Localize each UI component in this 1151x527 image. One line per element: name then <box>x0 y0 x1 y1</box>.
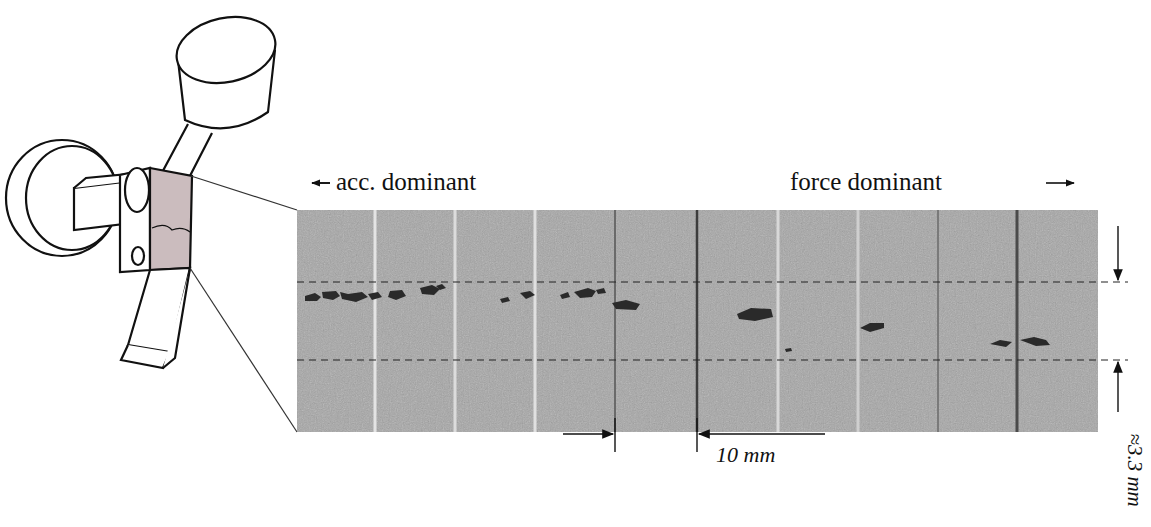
dimension-label: 10 mm <box>716 442 775 467</box>
direction-label: acc. dominant <box>336 168 476 197</box>
specimen-strip <box>297 210 1098 432</box>
dimension-label: ≈3.3 mm <box>1123 433 1147 506</box>
direction-label: force dominant <box>790 168 942 197</box>
crank-drawing <box>6 8 282 368</box>
